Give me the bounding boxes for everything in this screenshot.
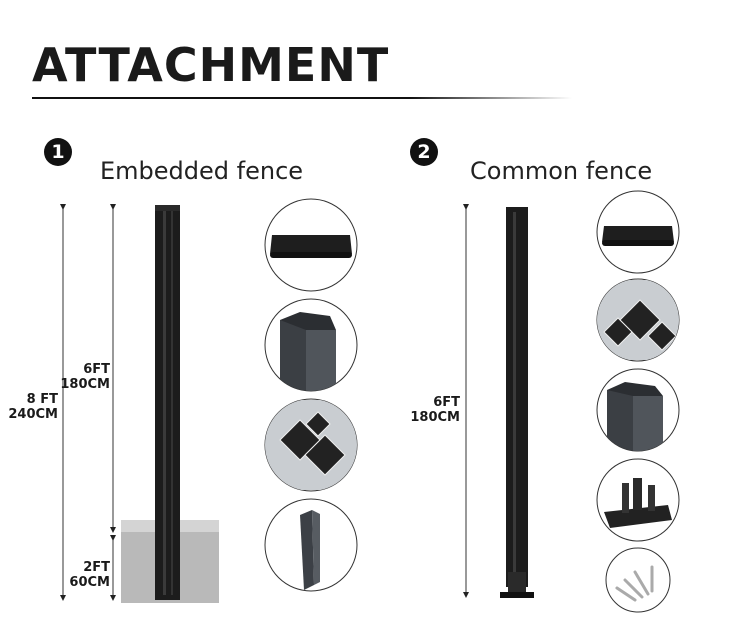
part-profile-circle-2 xyxy=(596,368,680,452)
dim-total-right: 6FT 180CM xyxy=(400,395,460,425)
part-profile-circle xyxy=(264,298,358,392)
dim-above-left: 6FT 180CM xyxy=(50,362,110,392)
dim-ft: 6FT xyxy=(83,362,110,377)
dim-cm: 60CM xyxy=(69,575,110,590)
dim-cm: 180CM xyxy=(60,377,110,392)
dim-ft: 6FT xyxy=(433,395,460,410)
page-title: ATTACHMENT xyxy=(32,38,390,92)
dim-total-left: 8 FT 240CM xyxy=(0,392,58,422)
title-underline xyxy=(32,97,572,99)
embedded-post xyxy=(155,205,180,600)
dim-cm: 240CM xyxy=(8,407,58,422)
part-base-bracket-circle xyxy=(596,458,680,542)
part-post-cap-circle xyxy=(264,198,358,292)
part-expansion-bolts-circle xyxy=(605,547,671,613)
section-1-title: Embedded fence xyxy=(100,157,304,185)
dim-below-left: 2FT 60CM xyxy=(50,560,110,590)
part-cross-section-circle-2 xyxy=(596,278,680,362)
dim-ft: 2FT xyxy=(83,560,110,575)
section-1-badge: 1 xyxy=(44,138,72,166)
dimension-lines-left xyxy=(60,204,116,601)
section-2-badge: 2 xyxy=(410,138,438,166)
part-cross-section-circle xyxy=(264,398,358,492)
part-post-cap-circle-2 xyxy=(596,190,680,274)
part-insert-strip-circle xyxy=(264,498,358,592)
section-2-title: Common fence xyxy=(470,157,653,185)
common-post xyxy=(500,207,534,598)
dim-cm: 180CM xyxy=(410,410,460,425)
dim-ft: 8 FT xyxy=(26,392,58,407)
